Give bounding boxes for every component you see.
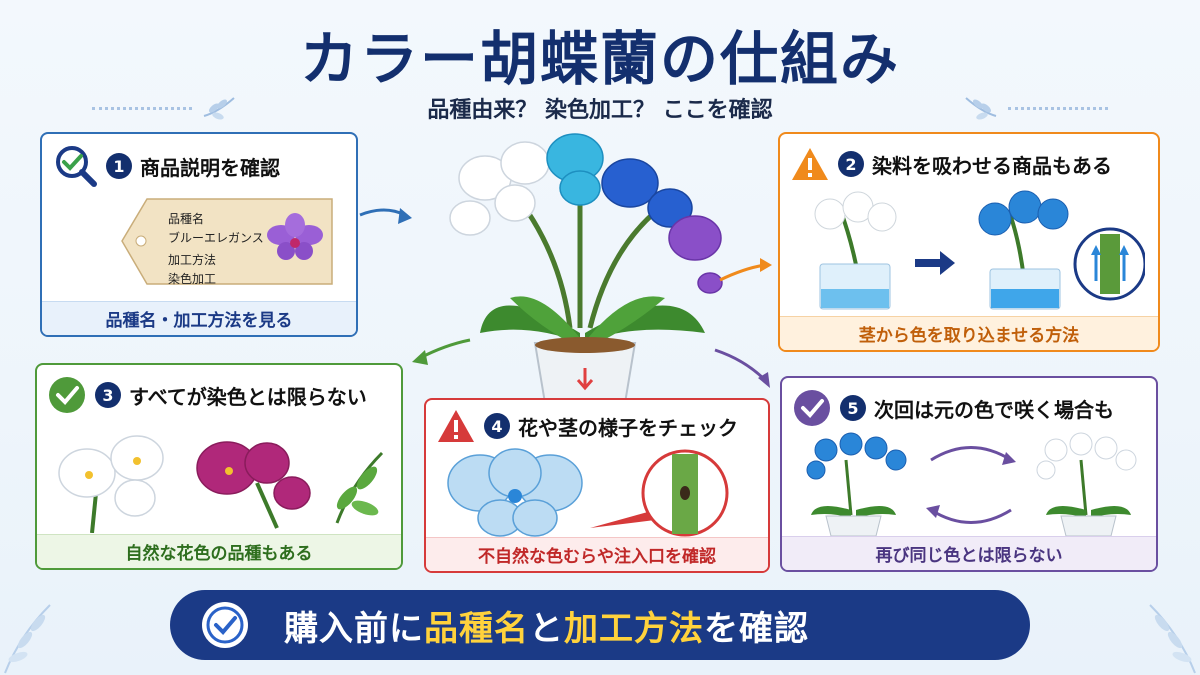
tag-label-process: 加工方法 [168,253,217,267]
tag-value-variety: ブルーエレガンス [168,231,264,245]
banner-prefix: 購入前に [284,608,424,649]
banner-middle: と [529,608,564,649]
natural-orchids-illustration [58,435,384,533]
warning-icon [438,410,474,442]
card-footer: 自然な花色の品種もある [37,534,401,568]
magnifier-check-icon [56,146,97,187]
arrow-right-icon [915,251,955,275]
check-circle-icon [202,602,248,648]
leaf-ornament-icon [1149,604,1196,674]
leaf-ornament-icon [965,97,997,120]
step-number: 3 [95,382,121,408]
card-dye-absorb: 2 染料を吸わせる商品もある 茎から色を取り込ませる方法 [778,132,1160,352]
card-footer: 茎から色を取り込ませる方法 [780,316,1158,350]
card-next-bloom: 5 次回は元の色で咲く場合も 再び同じ色とは限らない [780,376,1158,572]
card-title: 染料を吸わせる商品もある [872,153,1112,178]
card-title: 花や茎の様子をチェック [518,415,738,440]
leaf-ornament-icon [203,97,235,120]
step-number: 1 [106,153,132,179]
card-check-description: 1 商品説明を確認 品種名 ブルーエレガンス 加工方法 染色加工 品種名・加工方… [40,132,358,337]
warning-icon [792,148,828,180]
card-title: 次回は元の色で咲く場合も [874,397,1114,422]
step-number: 5 [840,395,866,421]
tag-value-process: 染色加工 [168,272,217,286]
page-title: カラー胡蝶蘭の仕組み [299,25,900,93]
conclusion-text: 購入前に品種名と加工方法を確認 [284,601,809,650]
tag-label-variety: 品種名 [168,212,205,226]
inspection-illustration [447,448,729,537]
card-not-all-dyed: 3 すべてが染色とは限らない 自然な花色の品種もある [35,363,403,570]
check-circle-icon [794,390,830,426]
card-footer: 再び同じ色とは限らない [782,536,1156,570]
card-footer: 品種名・加工方法を見る [42,301,356,335]
card-check-flower-stem: 4 花や茎の様子をチェック 不自然な色むらや注入口を確認 [424,398,770,573]
banner-highlight-variety: 品種名 [424,608,529,649]
leaf-ornament-icon [4,604,51,674]
check-circle-icon [49,377,85,413]
banner-highlight-process: 加工方法 [564,608,704,649]
step-number: 4 [484,413,510,439]
step-number: 2 [838,151,864,177]
card-title: 商品説明を確認 [140,155,280,180]
central-orchid-illustration [449,133,723,403]
dye-process-illustration [814,190,1145,310]
subtitle-bar: 品種由来？ 染色加工？ ここを確認 [0,90,1200,126]
card-title: すべてが染色とは限らない [129,384,367,409]
conclusion-banner: 購入前に品種名と加工方法を確認 [170,590,1030,660]
banner-suffix: を確認 [704,608,809,649]
card-footer: 不自然な色むらや注入口を確認 [426,537,768,571]
page-subtitle: 品種由来？ 染色加工？ ここを確認 [427,98,773,123]
product-tag-icon [121,198,333,285]
rebloom-cycle-illustration [806,432,1137,537]
